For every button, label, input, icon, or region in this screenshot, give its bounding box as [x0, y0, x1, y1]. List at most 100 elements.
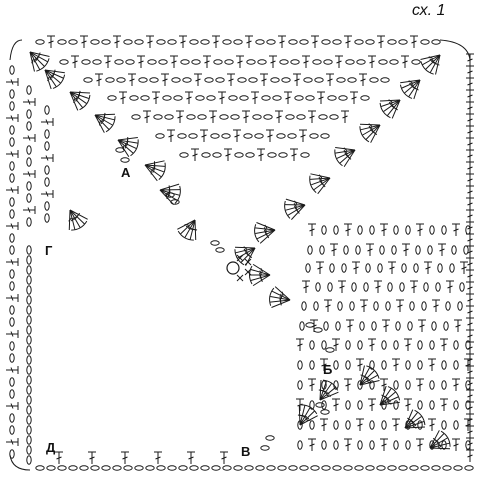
- double-crochet-icon: [392, 418, 400, 431]
- chain-stitch-icon: [246, 59, 256, 65]
- chain-stitch-icon: [351, 282, 357, 292]
- chain-stitch-icon: [9, 305, 15, 315]
- chain-stitch-icon: [401, 263, 407, 273]
- chain-stitch-icon: [420, 39, 430, 45]
- double-crochet-icon: [416, 438, 424, 451]
- double-crochet-icon: [23, 98, 36, 106]
- chain-stitch-icon: [341, 263, 347, 273]
- chain-stitch-icon: [224, 59, 234, 65]
- fan-cluster-icon: [359, 365, 380, 386]
- chain-stitch-icon: [221, 133, 231, 139]
- double-crochet-icon: [460, 261, 468, 274]
- double-crochet-icon: [410, 280, 418, 293]
- chain-stitch-icon: [212, 152, 222, 158]
- chain-stitch-icon: [327, 95, 337, 101]
- chain-stitch-icon: [318, 114, 328, 120]
- corner-arc: [439, 39, 471, 61]
- chain-stitch-icon: [333, 360, 339, 370]
- chain-stitch-icon: [441, 225, 447, 235]
- double-crochet-icon: [366, 243, 374, 256]
- chain-stitch-icon: [9, 377, 15, 387]
- chain-stitch-icon: [429, 400, 435, 410]
- chain-stitch-icon: [267, 152, 277, 158]
- double-crochet-icon: [466, 245, 474, 258]
- chain-stitch-icon: [189, 465, 199, 471]
- double-crochet-icon: [311, 35, 319, 48]
- chain-stitch-icon: [365, 39, 375, 45]
- double-crochet-icon: [257, 148, 265, 161]
- double-crochet-icon: [344, 35, 352, 48]
- double-crochet-icon: [368, 338, 376, 351]
- double-crochet-icon: [452, 223, 460, 236]
- chain-stitch-icon: [305, 322, 315, 328]
- double-crochet-icon: [401, 55, 409, 68]
- chain-stitch-icon: [272, 95, 282, 101]
- double-crochet-icon: [418, 319, 426, 332]
- chain-stitch-icon: [173, 95, 183, 101]
- chain-stitch-icon: [155, 133, 165, 139]
- single-crochet-cross-icon: [236, 274, 244, 282]
- double-crochet-icon: [326, 73, 334, 86]
- chain-stitch-icon: [215, 247, 225, 253]
- chain-stitch-icon: [233, 39, 243, 45]
- fan-cluster-icon: [249, 263, 271, 287]
- double-crochet-icon: [185, 91, 193, 104]
- chain-stitch-icon: [405, 380, 411, 390]
- double-crochet-icon: [220, 451, 228, 464]
- chain-stitch-icon: [230, 114, 240, 120]
- double-crochet-icon: [466, 257, 474, 270]
- chain-stitch-icon: [381, 340, 387, 350]
- double-crochet-icon: [209, 110, 217, 123]
- chain-stitch-icon: [116, 77, 126, 83]
- double-crochet-icon: [466, 161, 474, 174]
- chain-stitch-icon: [35, 465, 45, 471]
- double-crochet-icon: [356, 358, 364, 371]
- double-crochet-icon: [242, 110, 250, 123]
- chain-stitch-icon: [263, 114, 273, 120]
- chain-stitch-icon: [381, 420, 387, 430]
- double-crochet-icon: [6, 114, 19, 122]
- double-crochet-icon: [6, 222, 19, 230]
- chain-stitch-icon: [399, 282, 405, 292]
- double-crochet-icon: [432, 299, 440, 312]
- chain-stitch-icon: [210, 240, 220, 246]
- chain-stitch-icon: [369, 360, 375, 370]
- double-crochet-icon: [308, 378, 316, 391]
- chain-stitch-icon: [219, 114, 229, 120]
- chain-stitch-icon: [347, 77, 357, 83]
- double-crochet-icon: [6, 150, 19, 158]
- chain-stitch-icon: [343, 465, 353, 471]
- chain-stitch-icon: [26, 181, 32, 191]
- double-crochet-icon: [308, 223, 316, 236]
- double-crochet-icon: [121, 451, 129, 464]
- double-crochet-icon: [317, 91, 325, 104]
- double-crochet-icon: [269, 55, 277, 68]
- chain-stitch-icon: [393, 400, 399, 410]
- chain-stitch-icon: [44, 105, 50, 115]
- double-crochet-icon: [308, 438, 316, 451]
- chain-stitch-icon: [287, 133, 297, 139]
- double-crochet-icon: [80, 35, 88, 48]
- chain-stitch-icon: [337, 301, 343, 311]
- chain-stitch-icon: [321, 340, 327, 350]
- double-crochet-icon: [332, 398, 340, 411]
- chain-stitch-icon: [288, 465, 298, 471]
- double-crochet-icon: [466, 65, 474, 78]
- chain-stitch-icon: [26, 193, 32, 203]
- double-crochet-icon: [466, 149, 474, 162]
- chain-stitch-icon: [115, 147, 125, 153]
- double-crochet-icon: [359, 73, 367, 86]
- chain-stitch-icon: [164, 114, 174, 120]
- chain-stitch-icon: [26, 217, 32, 227]
- chain-stitch-icon: [9, 137, 15, 147]
- chain-stitch-icon: [378, 59, 388, 65]
- fan-cluster-icon: [284, 198, 306, 220]
- chain-stitch-icon: [228, 95, 238, 101]
- chain-stitch-icon: [459, 282, 465, 292]
- chain-stitch-icon: [379, 245, 385, 255]
- chain-stitch-icon: [312, 59, 322, 65]
- double-crochet-icon: [41, 190, 54, 198]
- chain-stitch-icon: [369, 380, 375, 390]
- double-crochet-icon: [320, 358, 328, 371]
- chain-stitch-icon: [405, 225, 411, 235]
